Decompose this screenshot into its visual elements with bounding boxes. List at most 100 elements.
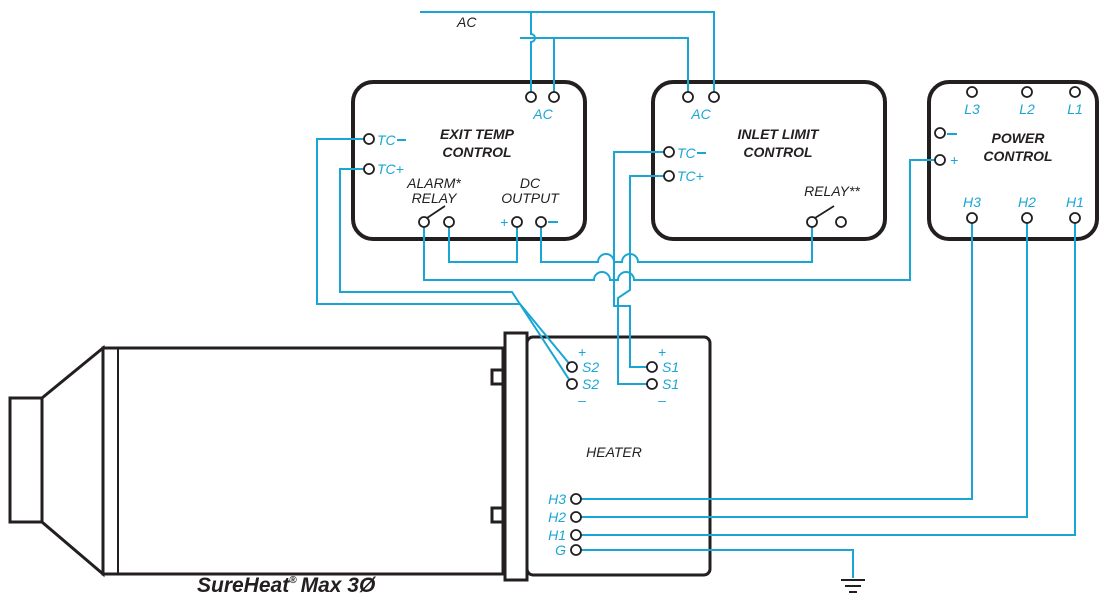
heater-h1-label: H1 [548,527,566,543]
exit-tc-plus-label: TC+ [377,161,404,177]
heater-s2-plus-label: S2 [582,359,599,375]
inlet-tc-minus-label: TC [677,145,697,161]
exit-temp-title-1: EXIT TEMP [440,126,515,142]
inlet-relay-label: RELAY** [804,183,860,199]
wire-exit-tc-minus-s2-plus [316,138,573,368]
heater-label: HEATER [586,444,642,460]
exit-tc-minus-label: TC [377,132,397,148]
exit-temp-control-box [351,80,587,241]
heater-clamp-lower [490,506,505,524]
terminal-alarm-relay-1 [418,216,430,228]
power-title-2: CONTROL [983,148,1052,164]
wire-h1 [576,218,1076,536]
wire-inlet-tc-minus-s1-plus [613,151,669,368]
power-l1-label: L1 [1067,101,1083,117]
heater-flange [503,331,529,582]
heater-assembly [8,331,712,582]
inlet-tc-plus-label: TC+ [677,168,704,184]
exit-ac-label: AC [532,106,553,122]
terminal-exit-ac-2 [548,91,560,103]
heater-s1-minus-label: S1 [662,376,679,392]
terminal-exit-tc-minus [363,133,375,145]
wire-alarm-relay-a [423,159,940,281]
dc-output-label-2: OUTPUT [501,190,560,206]
terminal-power-h3 [966,212,978,224]
inlet-limit-title-2: CONTROL [743,144,812,160]
ac-supply-label: AC [456,14,477,30]
terminal-power-l3 [966,86,978,98]
brand-model: Max 3Ø [301,574,376,597]
heater-s2-plus-sign: + [578,344,586,360]
power-h2-label: H2 [1018,194,1036,210]
terminal-inlet-relay-1 [806,216,818,228]
terminal-power-plus [934,154,946,166]
ac-wire-b [520,37,689,92]
alarm-relay-label-2: RELAY [412,190,459,206]
terminal-heater-h3 [570,493,582,505]
power-h1-label: H1 [1066,194,1084,210]
heater-s1-plus-sign: + [658,344,666,360]
terminal-dc-plus [511,216,523,228]
alarm-relay-label-1: ALARM* [406,175,461,191]
terminals [363,86,1081,556]
terminal-heater-s1-minus [646,378,658,390]
wire-inlet-tc-plus-s1-minus [617,175,669,385]
inlet-limit-control-box [651,80,887,241]
heater-g-label: G [555,542,566,558]
terminal-power-l1 [1069,86,1081,98]
terminal-heater-h2 [570,511,582,523]
terminal-heater-g [570,544,582,556]
terminal-heater-s1-plus [646,361,658,373]
heater-h3-label: H3 [548,491,566,507]
terminal-heater-s2-plus [566,361,578,373]
heater-nozzle-tip [8,396,44,524]
heater-s1-minus-sign: – [657,392,666,408]
terminal-inlet-tc-plus [663,170,675,182]
wire-h2 [576,218,1028,518]
terminal-power-minus [934,127,946,139]
brand-title: SureHeat® Max 3Ø [197,574,376,597]
alarm-relay-switch-icon [426,205,446,219]
wire-exit-tc-plus-s2-minus [339,168,573,385]
terminal-inlet-relay-2 [835,216,847,228]
inlet-ac-label: AC [690,106,711,122]
wiring [316,11,1076,578]
terminal-exit-tc-plus [363,163,375,175]
wire-dc-minus-relay [540,222,813,263]
dc-output-label-1: DC [520,175,541,191]
terminal-exit-ac-1 [525,91,537,103]
dc-plus-label: + [500,214,508,230]
heater-s1-plus-label: S1 [662,359,679,375]
power-plus-label: + [950,152,958,168]
terminal-heater-h1 [570,529,582,541]
terminal-power-h2 [1021,212,1033,224]
heater-clamp-upper [490,368,505,386]
terminal-power-h1 [1069,212,1081,224]
power-h3-label: H3 [963,194,981,210]
heater-h2-label: H2 [548,509,566,525]
terminal-heater-s2-minus [566,378,578,390]
inlet-relay-switch-icon [814,205,835,219]
power-l3-label: L3 [964,101,980,117]
terminal-inlet-ac-2 [708,91,720,103]
brand-name: SureHeat [197,574,290,597]
power-l2-label: L2 [1019,101,1035,117]
brand-registered-mark: ® [289,575,297,586]
heater-s2-minus-sign: – [577,392,586,408]
wire-alarm-relay-b [448,222,518,263]
heater-s2-minus-label: S2 [582,376,599,392]
exit-temp-title-2: CONTROL [442,144,511,160]
terminal-inlet-ac-1 [682,91,694,103]
terminal-dc-minus [535,216,547,228]
ground-symbol-icon [841,579,865,593]
terminal-inlet-tc-minus [663,146,675,158]
wire-ground [576,549,854,578]
ac-wire-a [420,11,715,92]
heater-cylinder [101,346,505,576]
inlet-limit-title-1: INLET LIMIT [738,126,820,142]
wire-h3 [576,218,973,500]
terminal-power-l2 [1021,86,1033,98]
heater-nozzle-cone [40,344,105,578]
power-title-1: POWER [992,130,1046,146]
